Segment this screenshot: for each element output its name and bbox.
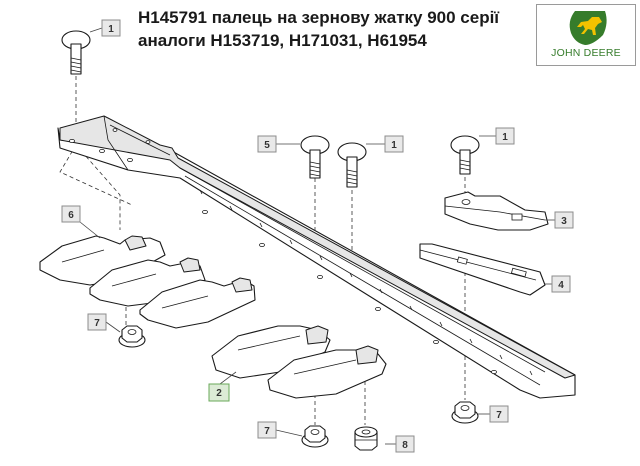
- rail-holes: [69, 128, 497, 374]
- double-guard-part-2: [211, 325, 387, 399]
- title-line-1: H145791 палець на зернову жатку 900 сері…: [138, 8, 500, 27]
- carriage-bolt-5: [300, 135, 330, 179]
- page-title: H145791 палець на зернову жатку 900 сері…: [138, 6, 528, 52]
- knife-section-serrations: [199, 189, 533, 376]
- callout-label: 2: [216, 388, 222, 399]
- callout-label: 1: [391, 140, 397, 151]
- callout-8[interactable]: 8: [395, 435, 415, 453]
- cutterbar-rail: [57, 115, 576, 399]
- callout-label: 6: [68, 210, 74, 221]
- callout-label: 4: [558, 280, 564, 291]
- title-line-2: аналоги H153719, H171031, H61954: [138, 31, 427, 50]
- flange-nut-left: [118, 325, 146, 348]
- callout-label: 1: [108, 24, 114, 35]
- callout-label: 7: [264, 426, 270, 437]
- flange-nut-center: [301, 425, 329, 448]
- callout-3[interactable]: 3: [554, 211, 574, 229]
- callout-1-top-left[interactable]: 1: [101, 19, 121, 37]
- callout-label: 7: [94, 318, 100, 329]
- callout-label: 5: [264, 140, 270, 151]
- logo-text: JOHN DEERE: [551, 47, 621, 59]
- callout-7-center[interactable]: 7: [257, 421, 277, 439]
- callout-7-right[interactable]: 7: [489, 405, 509, 423]
- callout-label: 1: [502, 132, 508, 143]
- leaping-deer-icon: [569, 11, 607, 45]
- callout-7-left[interactable]: 7: [87, 313, 107, 331]
- callout-6[interactable]: 6: [61, 205, 81, 223]
- callout-4[interactable]: 4: [551, 275, 571, 293]
- callout-1-middle[interactable]: 1: [384, 135, 404, 153]
- lock-nut-part-8: [354, 426, 378, 451]
- hold-down-clip-part-3: [444, 191, 549, 231]
- triple-guard-part-6: [39, 235, 256, 329]
- callout-5[interactable]: 5: [257, 135, 277, 153]
- wear-plate-part-4: [419, 243, 546, 296]
- carriage-bolt-right: [450, 135, 480, 175]
- callout-label: 7: [496, 410, 502, 421]
- flange-nut-right: [451, 401, 479, 424]
- john-deere-logo: JOHN DEERE: [536, 4, 636, 66]
- callout-label: 8: [402, 440, 408, 451]
- callout-2-highlighted[interactable]: 2: [208, 383, 230, 402]
- carriage-bolt-middle: [337, 142, 367, 188]
- callout-leader-lines: [79, 27, 555, 445]
- callout-1-right[interactable]: 1: [495, 127, 515, 145]
- callout-label: 3: [561, 216, 567, 227]
- carriage-bolt-top-left: [61, 30, 91, 75]
